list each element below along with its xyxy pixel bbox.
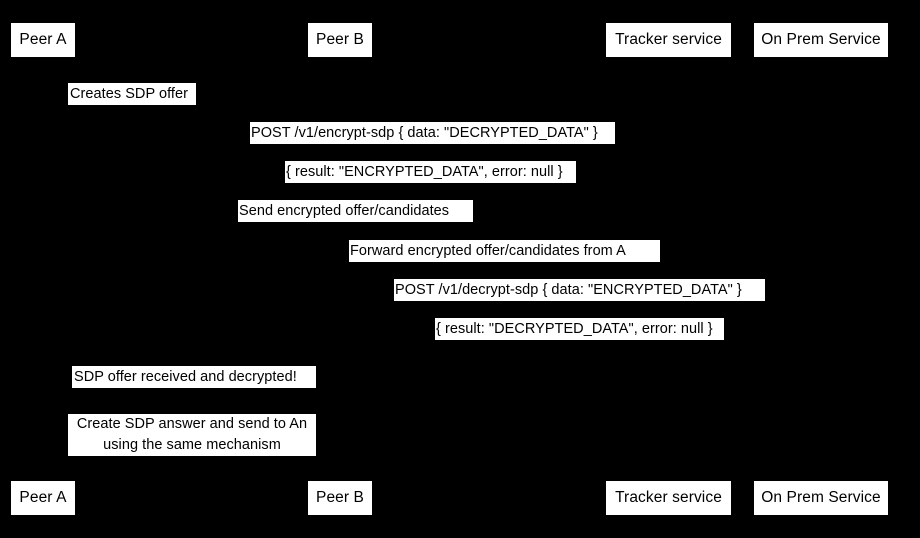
message-arrow-6-decrypt-sdp	[340, 298, 821, 304]
message-arrow-9-note-sdp-answer	[43, 453, 73, 459]
message-label-encrypt-sdp-request: POST /v1/encrypt-sdp { data: "DECRYPTED_…	[250, 122, 615, 144]
participant-footer-on-prem-service[interactable]: On Prem Service	[753, 480, 889, 516]
participant-header-peer-b-label: Peer B	[316, 31, 364, 49]
message-label-create-sdp-answer: Create SDP answer and send to An using t…	[68, 414, 316, 456]
message-label-send-encrypted-offer: Send encrypted offer/candidates	[238, 200, 473, 222]
participant-footer-peer-b[interactable]: Peer B	[307, 480, 373, 516]
message-arrow-8-note-decrypted	[43, 385, 73, 391]
lifeline-stroke-tracker-service	[668, 58, 669, 480]
message-arrow-5-forward-encrypted	[340, 259, 668, 265]
participant-header-peer-a-label: Peer A	[19, 31, 67, 49]
participant-footer-peer-b-label: Peer B	[316, 489, 364, 507]
participant-footer-tracker-service-label: Tracker service	[615, 489, 722, 507]
lifeline-stroke-peer-a	[43, 58, 44, 480]
participant-footer-tracker-service[interactable]: Tracker service	[605, 480, 732, 516]
participant-footer-on-prem-service-label: On Prem Service	[761, 489, 881, 507]
participant-header-tracker-service[interactable]: Tracker service	[605, 22, 732, 58]
message-label-decrypt-sdp-response: { result: "DECRYPTED_DATA", error: null …	[435, 318, 724, 340]
message-label-creates-sdp-offer: Creates SDP offer	[68, 83, 196, 105]
message-label-encrypt-sdp-response: { result: "ENCRYPTED_DATA", error: null …	[285, 161, 576, 183]
message-arrow-2-encrypt-sdp	[43, 141, 821, 147]
message-label-decrypt-sdp-request: POST /v1/decrypt-sdp { data: "ENCRYPTED_…	[394, 279, 765, 301]
message-label-create-sdp-answer-line-1: Create SDP answer and send to An	[76, 416, 308, 432]
participant-header-peer-a[interactable]: Peer A	[10, 22, 76, 58]
participant-header-tracker-service-label: Tracker service	[615, 31, 722, 49]
lifeline-stroke-on-prem-service	[821, 58, 822, 480]
participant-footer-peer-a-label: Peer A	[19, 489, 67, 507]
participant-header-on-prem-service[interactable]: On Prem Service	[753, 22, 889, 58]
participant-header-on-prem-service-label: On Prem Service	[761, 31, 881, 49]
participant-footer-peer-a[interactable]: Peer A	[10, 480, 76, 516]
message-label-create-sdp-answer-line-2: using the same mechanism	[103, 437, 281, 453]
lifeline-stroke-peer-b	[340, 58, 341, 480]
participant-header-peer-b[interactable]: Peer B	[307, 22, 373, 58]
message-label-forward-encrypted-offer: Forward encrypted offer/candidates from …	[349, 240, 660, 262]
message-arrow-4-send-encrypted	[43, 219, 668, 225]
message-arrow-7-decrypt-sdp-result	[340, 337, 821, 343]
message-label-sdp-offer-received: SDP offer received and decrypted!	[72, 366, 316, 388]
message-arrow-3-encrypt-sdp-result	[43, 180, 821, 186]
